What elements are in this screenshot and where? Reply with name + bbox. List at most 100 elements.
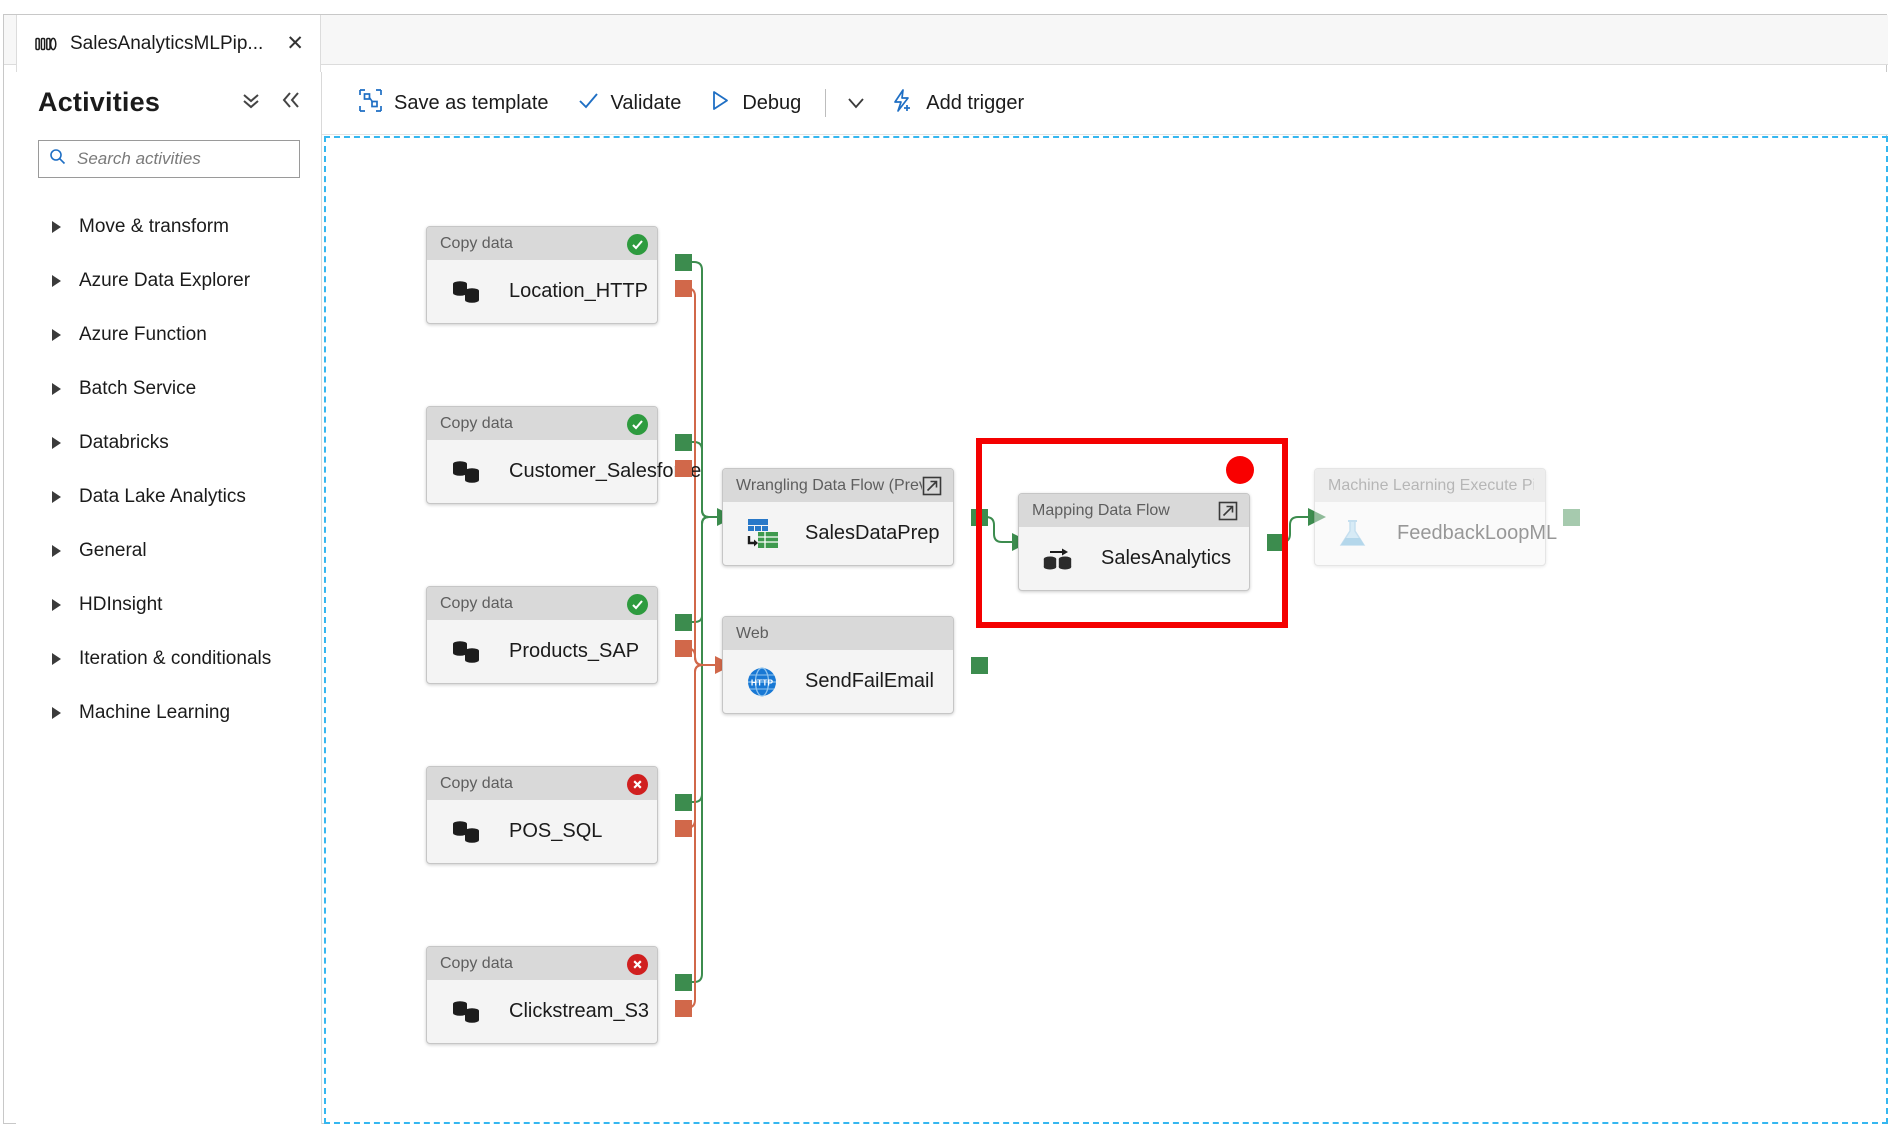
validate-button[interactable]: Validate: [563, 81, 696, 125]
activity-node-products-sap[interactable]: Copy data Products_SAP: [426, 586, 692, 684]
status-badge: [627, 954, 648, 975]
node-body: FeedbackLoopML: [1315, 502, 1557, 565]
tab-title: SalesAnalyticsMLPip...: [70, 32, 264, 54]
success-output-handle[interactable]: [675, 614, 692, 631]
debug-button[interactable]: Debug: [695, 81, 815, 125]
status-badge: [627, 234, 648, 255]
double-chevron-down-icon[interactable]: [240, 89, 262, 116]
node-name-label: SendFailEmail: [805, 670, 934, 692]
activity-node-feedbackloopml[interactable]: Machine Learning Execute Pipeline Feedba…: [1314, 468, 1580, 566]
activities-panel: Activities: [16, 72, 322, 1124]
copy-data-icon: [449, 455, 487, 489]
sidebar-item-batch-service[interactable]: Batch Service: [16, 362, 322, 416]
failure-output-handle[interactable]: [675, 1000, 692, 1017]
failure-output-handle[interactable]: [675, 640, 692, 657]
save-as-template-label: Save as template: [394, 91, 549, 114]
sidebar-item-label: Batch Service: [79, 378, 197, 399]
success-output-handle[interactable]: [1267, 534, 1284, 551]
sidebar-item-azure-data-explorer[interactable]: Azure Data Explorer: [16, 254, 322, 308]
success-output-handle[interactable]: [1563, 509, 1580, 526]
sidebar-item-azure-function[interactable]: Azure Function: [16, 308, 322, 362]
lightning-bolt-icon: [890, 88, 915, 118]
open-external-icon[interactable]: [1218, 501, 1238, 521]
search-box[interactable]: [38, 140, 300, 178]
node-type-label: Copy data: [440, 954, 513, 972]
copy-data-icon: [449, 815, 487, 849]
success-output-handle[interactable]: [971, 509, 988, 526]
node-header: Machine Learning Execute Pipeline: [1315, 469, 1545, 502]
success-output-handle[interactable]: [675, 794, 692, 811]
add-trigger-button[interactable]: Add trigger: [876, 81, 1038, 125]
activity-node-clickstream-s3[interactable]: Copy data: [426, 946, 692, 1044]
sidebar-item-label: Machine Learning: [79, 702, 231, 723]
success-output-handle[interactable]: [971, 657, 988, 674]
svg-text:HTTP: HTTP: [751, 677, 774, 687]
node-type-label: Copy data: [440, 594, 513, 612]
pipeline-canvas[interactable]: Copy data Location_HTTP: [324, 136, 1888, 1124]
activity-node-customer-salesforce[interactable]: Copy data Customer_Salesforce: [426, 406, 701, 504]
tab-salesanalyticsmlpipeline[interactable]: SalesAnalyticsMLPip... ✕: [16, 15, 321, 72]
failure-output-handle[interactable]: [675, 280, 692, 297]
pipeline-icon: [35, 36, 57, 52]
save-as-template-button[interactable]: Save as template: [344, 81, 563, 125]
node-type-label: Mapping Data Flow: [1032, 501, 1170, 519]
node-type-label: Machine Learning Execute Pipeline: [1328, 476, 1534, 494]
activities-header: Activities: [16, 72, 322, 132]
chevron-right-icon: [52, 437, 61, 449]
activity-node-salesdataprep[interactable]: Wrangling Data Flow (Preview: [722, 468, 988, 566]
sidebar-item-hdinsight[interactable]: HDInsight: [16, 578, 322, 632]
failure-output-handle[interactable]: [675, 460, 692, 477]
sidebar-item-databricks[interactable]: Databricks: [16, 416, 322, 470]
node-name-label: Clickstream_S3: [509, 1000, 650, 1022]
node-body: SalesAnalytics: [1019, 527, 1249, 590]
node-type-label: Web: [736, 624, 769, 642]
success-output-handle[interactable]: [675, 254, 692, 271]
sidebar-item-machine-learning[interactable]: Machine Learning: [16, 686, 322, 740]
node-name-label: SalesDataPrep: [805, 522, 940, 544]
node-header: Copy data: [427, 407, 657, 440]
pipeline-toolbar: Save as template Validate Debug: [322, 72, 1888, 135]
copy-data-icon: [449, 635, 487, 669]
activity-node-pos-sql[interactable]: Copy data: [426, 766, 692, 864]
sidebar-item-label: HDInsight: [79, 594, 163, 615]
search-input[interactable]: [75, 148, 289, 170]
activity-node-location-http[interactable]: Copy data Location_HTTP: [426, 226, 692, 324]
node-body: Products_SAP: [427, 620, 657, 683]
sidebar-item-iteration-conditionals[interactable]: Iteration & conditionals: [16, 632, 322, 686]
chevron-down-icon[interactable]: [836, 81, 876, 125]
copy-data-icon: [449, 995, 487, 1029]
node-header: Copy data: [427, 947, 657, 980]
sidebar-item-move-transform[interactable]: Move & transform: [16, 200, 322, 254]
node-header: Mapping Data Flow: [1019, 494, 1249, 527]
sidebar-item-label: Data Lake Analytics: [79, 486, 246, 507]
activity-node-salesanalytics[interactable]: Mapping Data Flow: [1018, 493, 1284, 591]
template-icon: [358, 88, 383, 118]
ml-flask-icon: [1337, 517, 1375, 551]
application-window: SalesAnalyticsMLPip... ✕ Activities: [3, 14, 1888, 1124]
sidebar-item-label: General: [79, 540, 147, 561]
add-trigger-label: Add trigger: [926, 91, 1025, 114]
open-external-icon[interactable]: [922, 476, 942, 496]
success-output-handle[interactable]: [675, 974, 692, 991]
double-chevron-left-icon[interactable]: [280, 89, 302, 116]
node-name-label: POS_SQL: [509, 820, 603, 842]
status-badge: [627, 774, 648, 795]
node-header: Copy data: [427, 227, 657, 260]
sidebar-item-label: Databricks: [79, 432, 169, 453]
success-output-handle[interactable]: [675, 434, 692, 451]
close-icon[interactable]: ✕: [286, 32, 304, 55]
toolbar-divider: [825, 89, 827, 117]
node-type-label: Copy data: [440, 774, 513, 792]
node-type-label: Copy data: [440, 234, 513, 252]
sidebar-item-data-lake-analytics[interactable]: Data Lake Analytics: [16, 470, 322, 524]
failure-output-handle[interactable]: [675, 820, 692, 837]
status-badge: [627, 414, 648, 435]
checkmark-icon: [577, 89, 600, 117]
play-triangle-icon: [709, 89, 731, 117]
sidebar-item-label: Azure Data Explorer: [79, 270, 251, 291]
validate-label: Validate: [610, 91, 682, 114]
activity-node-sendfailemail[interactable]: Web HTTP SendFailEmail: [722, 616, 988, 714]
node-type-label: Copy data: [440, 414, 513, 432]
node-name-label: Products_SAP: [509, 640, 640, 662]
sidebar-item-general[interactable]: General: [16, 524, 322, 578]
